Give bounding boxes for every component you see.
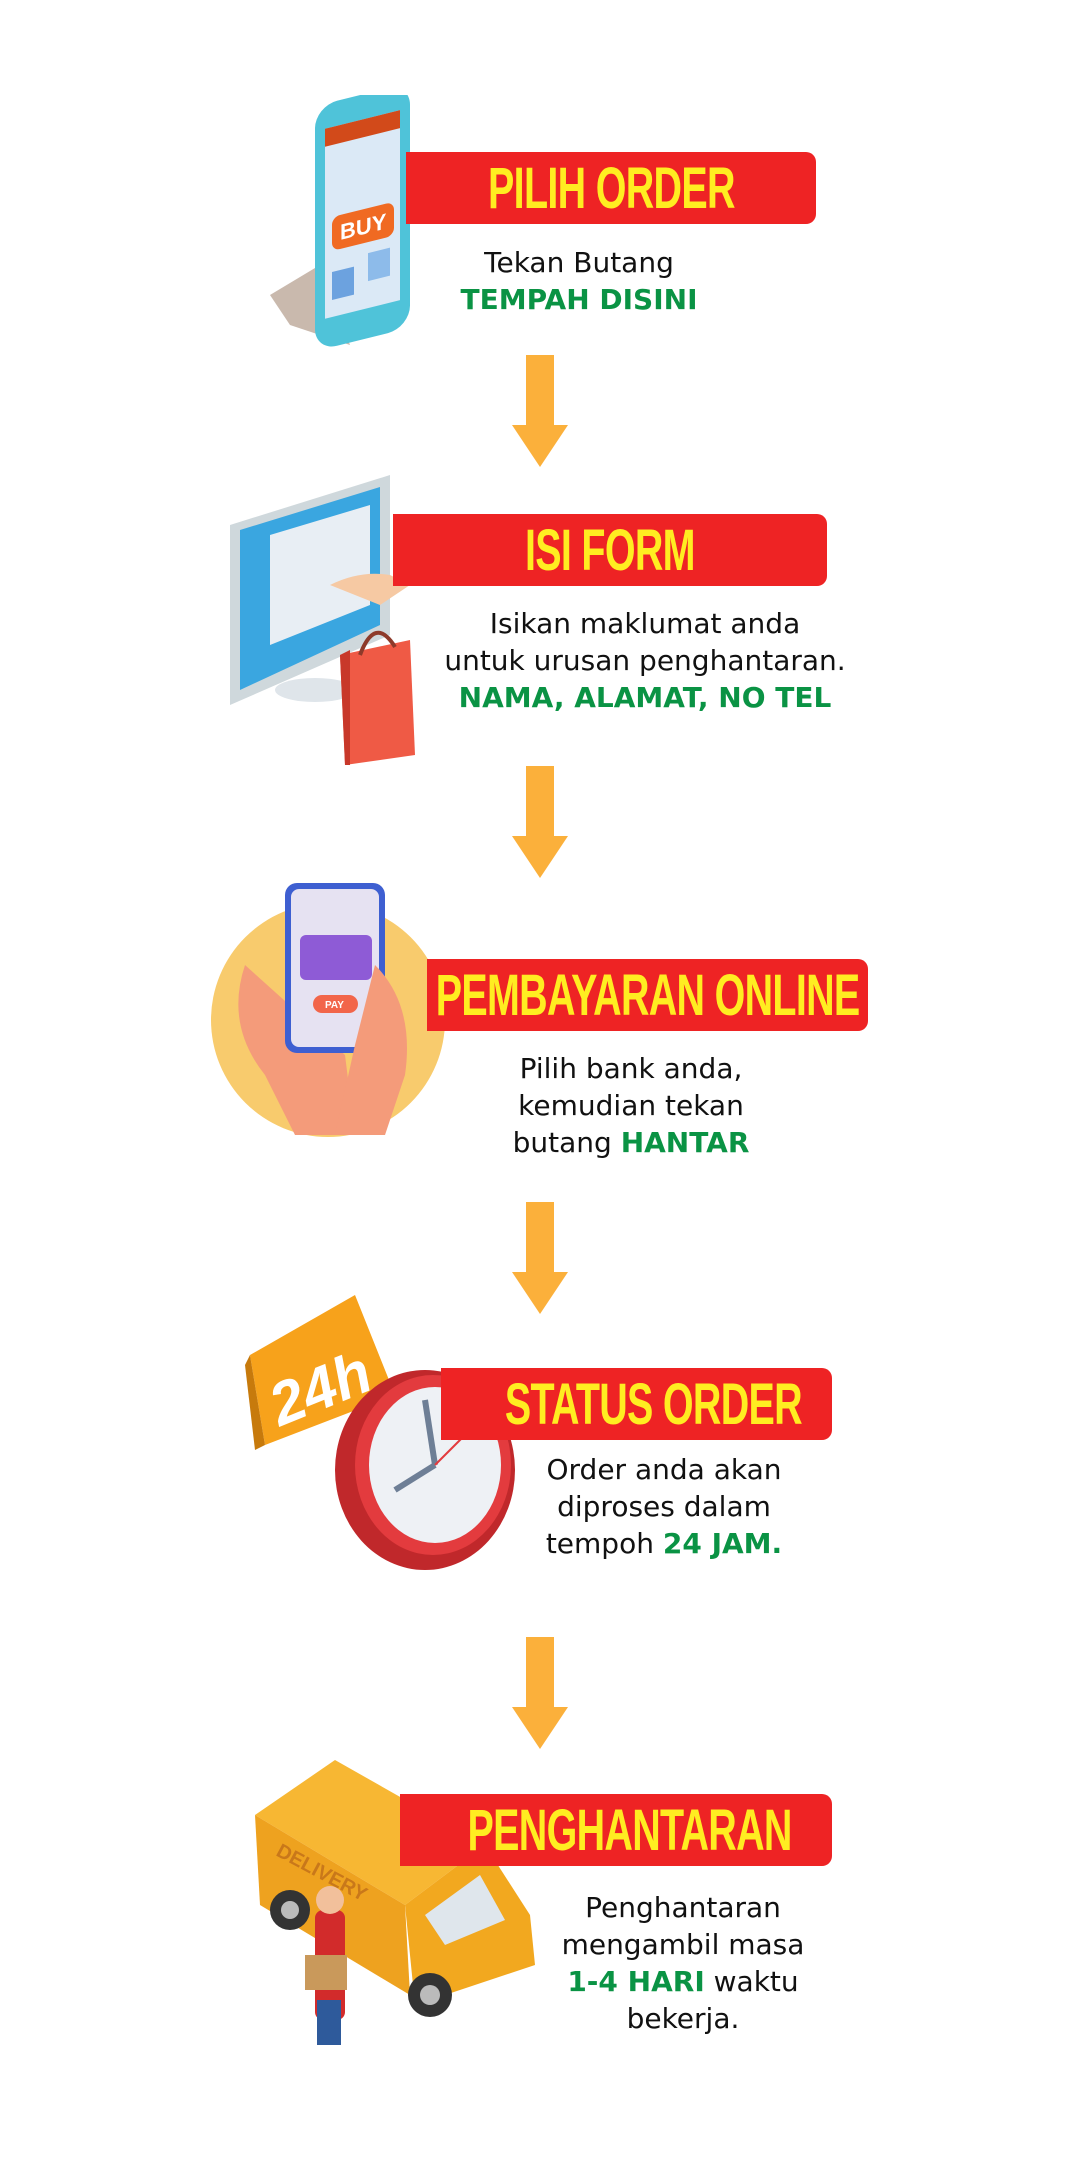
- desc-highlight: NAMA, ALAMAT, NO TEL: [458, 681, 832, 714]
- step-2-banner: ISI FORM: [393, 514, 827, 586]
- phone-payment-icon: PAY: [211, 883, 445, 1137]
- desc-highlight: 24 JAM.: [662, 1527, 783, 1560]
- desc-line: Isikan maklumat anda: [489, 607, 801, 640]
- step-3-description: Pilih bank anda, kemudian tekan butang H…: [513, 1050, 750, 1161]
- clock-24h-icon: 24h: [245, 1295, 515, 1570]
- step-1-description: Tekan Butang TEMPAH DISINI: [461, 244, 698, 318]
- desc-line: butang HANTAR: [513, 1124, 750, 1161]
- desc-line: 1-4 HARI waktu: [562, 1963, 805, 2000]
- delivery-van-icon: DELIVERY: [255, 1760, 535, 2045]
- desc-highlight: HANTAR: [620, 1126, 750, 1159]
- pay-label: PAY: [325, 1000, 344, 1011]
- step-title: ISI FORM: [525, 517, 696, 583]
- desc-line: tempoh 24 JAM.: [546, 1525, 782, 1562]
- desc-highlight: TEMPAH DISINI: [460, 283, 698, 316]
- desc-text: waktu: [704, 1965, 799, 1998]
- arrow-down-icon: [512, 1637, 568, 1749]
- desc-text: tempoh: [545, 1527, 663, 1560]
- step-title: PEMBAYARAN ONLINE: [435, 962, 861, 1028]
- arrow-down-icon: [512, 355, 568, 467]
- desc-text: butang: [512, 1126, 621, 1159]
- step-4-description: Order anda akan diproses dalam tempoh 24…: [546, 1451, 782, 1562]
- desc-line: bekerja.: [626, 2002, 740, 2035]
- desc-line: Penghantaran: [585, 1891, 781, 1924]
- arrow-down-icon: [512, 766, 568, 878]
- desc-line: untuk urusan penghantaran.: [444, 644, 846, 677]
- desc-line: diproses dalam: [557, 1490, 771, 1523]
- step-title: PENGHANTARAN: [467, 1797, 793, 1863]
- phone-buy-icon: BUY: [270, 95, 410, 347]
- desc-highlight: 1-4 HARI: [567, 1965, 705, 1998]
- step-2-description: Isikan maklumat anda untuk urusan pengha…: [444, 605, 845, 716]
- step-title: PILIH ORDER: [487, 155, 735, 221]
- step-4-banner: STATUS ORDER: [441, 1368, 832, 1440]
- desc-line: kemudian tekan: [518, 1089, 744, 1122]
- monitor-shopping-icon: [230, 475, 415, 765]
- step-3-banner: PEMBAYARAN ONLINE: [427, 959, 868, 1031]
- step-title: STATUS ORDER: [504, 1371, 803, 1437]
- step-1-banner: PILIH ORDER: [406, 152, 816, 224]
- step-5-description: Penghantaran mengambil masa 1-4 HARI wak…: [562, 1889, 805, 2037]
- step-5-banner: PENGHANTARAN: [400, 1794, 832, 1866]
- arrow-down-icon: [512, 1202, 568, 1314]
- desc-line: Pilih bank anda,: [519, 1052, 743, 1085]
- desc-line: mengambil masa: [561, 1928, 805, 1961]
- desc-line: Order anda akan: [546, 1453, 782, 1486]
- desc-line: Tekan Butang: [484, 246, 674, 279]
